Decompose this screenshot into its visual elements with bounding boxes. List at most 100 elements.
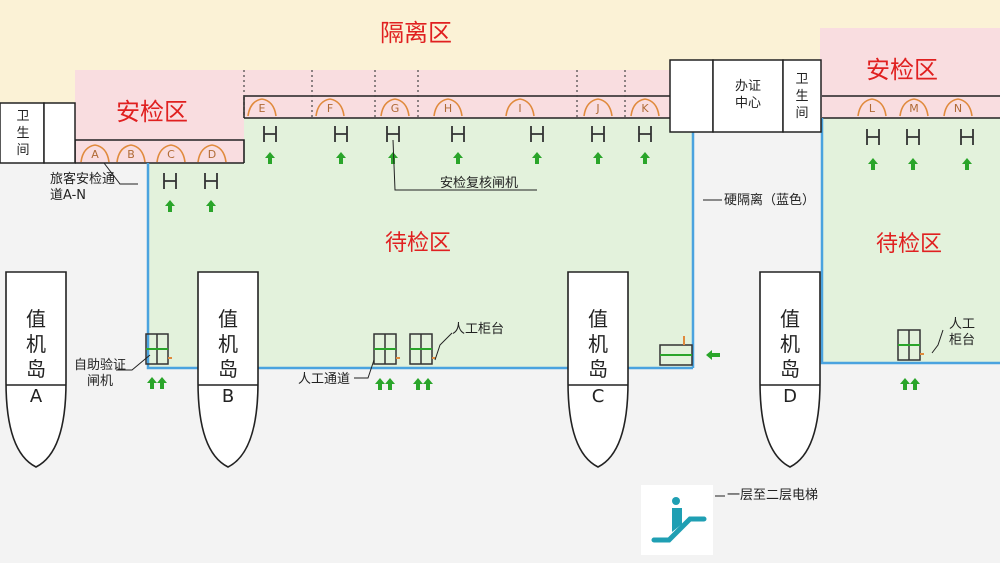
gates-layer	[163, 126, 974, 189]
checkin-island-d	[759, 271, 821, 468]
toilet-right-label: 卫生间	[795, 72, 809, 121]
island-letter: D	[783, 386, 797, 407]
escalator-label: 一层至二层电梯	[727, 488, 819, 503]
islands-layer	[5, 271, 821, 468]
lane-letter: D	[208, 148, 216, 161]
flow-arrow-icon	[962, 158, 972, 170]
flow-arrow-icon	[375, 378, 385, 390]
recheck-gate-icon	[334, 126, 348, 142]
recheck-gate-label: 安检复核闸机	[440, 176, 519, 191]
flow-arrow-icon	[910, 378, 920, 390]
gate-ladder-icon	[897, 329, 924, 361]
lane-letter: A	[91, 148, 99, 161]
flow-arrow-icon	[147, 377, 157, 389]
lane-letter: E	[259, 102, 266, 115]
lane-letter: C	[167, 148, 175, 161]
manual-counter-label: 人工柜台	[452, 322, 505, 337]
isolation-zone-label: 隔离区	[380, 19, 452, 47]
hard-isolation-gate-icon	[659, 336, 693, 366]
flow-arrow-icon	[532, 152, 542, 164]
lane-letter: F	[327, 102, 333, 115]
flow-arrow-icon	[908, 158, 918, 170]
flow-arrow-icon	[640, 152, 650, 164]
gate-ladder-icon	[373, 333, 400, 365]
lane-letter: G	[391, 102, 400, 115]
recheck-gate-icon	[906, 129, 920, 145]
lane-a: A	[80, 144, 110, 163]
office-label: 办证中心	[734, 79, 761, 111]
flow-arrow-icon	[413, 378, 423, 390]
recheck-gate-icon	[960, 129, 974, 145]
leader-lines	[103, 139, 944, 497]
flow-arrow-icon	[206, 200, 216, 212]
lane-b: B	[116, 144, 146, 163]
island-title: 值机岛	[588, 307, 608, 381]
waiting-zone-main-label: 待检区	[385, 231, 452, 256]
toilet-left-label: 卫生间	[16, 109, 30, 158]
lane-letter: H	[444, 102, 452, 115]
isolation-zone-top	[0, 0, 820, 70]
checkin-island-a	[5, 271, 67, 468]
lane-e: E	[247, 98, 277, 117]
lane-l: L	[857, 98, 887, 117]
island-letter: C	[591, 386, 605, 407]
hard-isolation-label: 硬隔离（蓝色）	[724, 193, 816, 208]
flow-arrow-icon	[900, 378, 910, 390]
recheck-gate-icon	[638, 126, 652, 142]
toilet-left-room	[0, 102, 76, 164]
lane-letter: B	[127, 148, 135, 161]
island-title: 值机岛	[26, 307, 46, 381]
lane-letter: M	[909, 102, 919, 115]
lane-h: H	[433, 98, 463, 117]
flow-arrow-icon	[265, 152, 275, 164]
arrows-layer	[147, 152, 972, 390]
security-zone-right-area	[820, 28, 1000, 118]
island-letter: A	[29, 386, 43, 407]
flow-arrow-icon	[165, 200, 175, 212]
recheck-gate-icon	[530, 126, 544, 142]
lane-m: M	[899, 98, 929, 117]
flow-arrow-icon	[336, 152, 346, 164]
lane-k: K	[630, 98, 660, 117]
lane-c: C	[156, 144, 186, 163]
recheck-gate-icon	[204, 173, 218, 189]
waiting-zone-right-area	[822, 118, 1000, 363]
flow-arrow-icon	[453, 152, 463, 164]
security-zone-right-label: 安检区	[866, 56, 938, 84]
lane-letter: K	[641, 102, 649, 115]
manual-counter-right-label: 人工柜台	[948, 317, 975, 348]
hard-isolation-lines	[146, 118, 1000, 370]
recheck-gate-icon	[866, 129, 880, 145]
lane-d: D	[197, 144, 227, 163]
checkin-island-c	[567, 271, 629, 468]
checkin-island-b	[197, 271, 259, 468]
flow-arrow-left-icon	[706, 350, 720, 360]
office-room	[669, 59, 822, 133]
recheck-gate-icon	[451, 126, 465, 142]
waiting-zone-main-area	[148, 118, 693, 368]
lanes-layer: A B C D E F G H I J K L M N	[80, 98, 973, 163]
flow-arrow-icon	[388, 152, 398, 164]
manual-gates-layer	[145, 329, 924, 366]
flow-arrow-icon	[423, 378, 433, 390]
lane-letter: J	[595, 102, 599, 115]
flow-arrow-icon	[868, 158, 878, 170]
flow-arrow-icon	[593, 152, 603, 164]
recheck-gate-icon	[386, 126, 400, 142]
waiting-zone-right-label: 待检区	[876, 232, 943, 257]
manual-channel-label: 人工通道	[298, 372, 351, 387]
lane-g: G	[380, 98, 410, 117]
lane-letter: I	[518, 102, 521, 115]
lane-i: I	[505, 98, 535, 117]
self-gate-label: 自助验证闸机	[73, 358, 126, 389]
island-title: 值机岛	[218, 307, 238, 381]
recheck-gate-icon	[591, 126, 605, 142]
island-letter: B	[221, 386, 235, 407]
lane-letter: N	[954, 102, 962, 115]
passenger-channels-label: 旅客安检通道A-N	[50, 172, 116, 203]
lane-letter: L	[869, 102, 876, 115]
recheck-gate-icon	[263, 126, 277, 142]
security-zone-left-label: 安检区	[116, 98, 188, 126]
